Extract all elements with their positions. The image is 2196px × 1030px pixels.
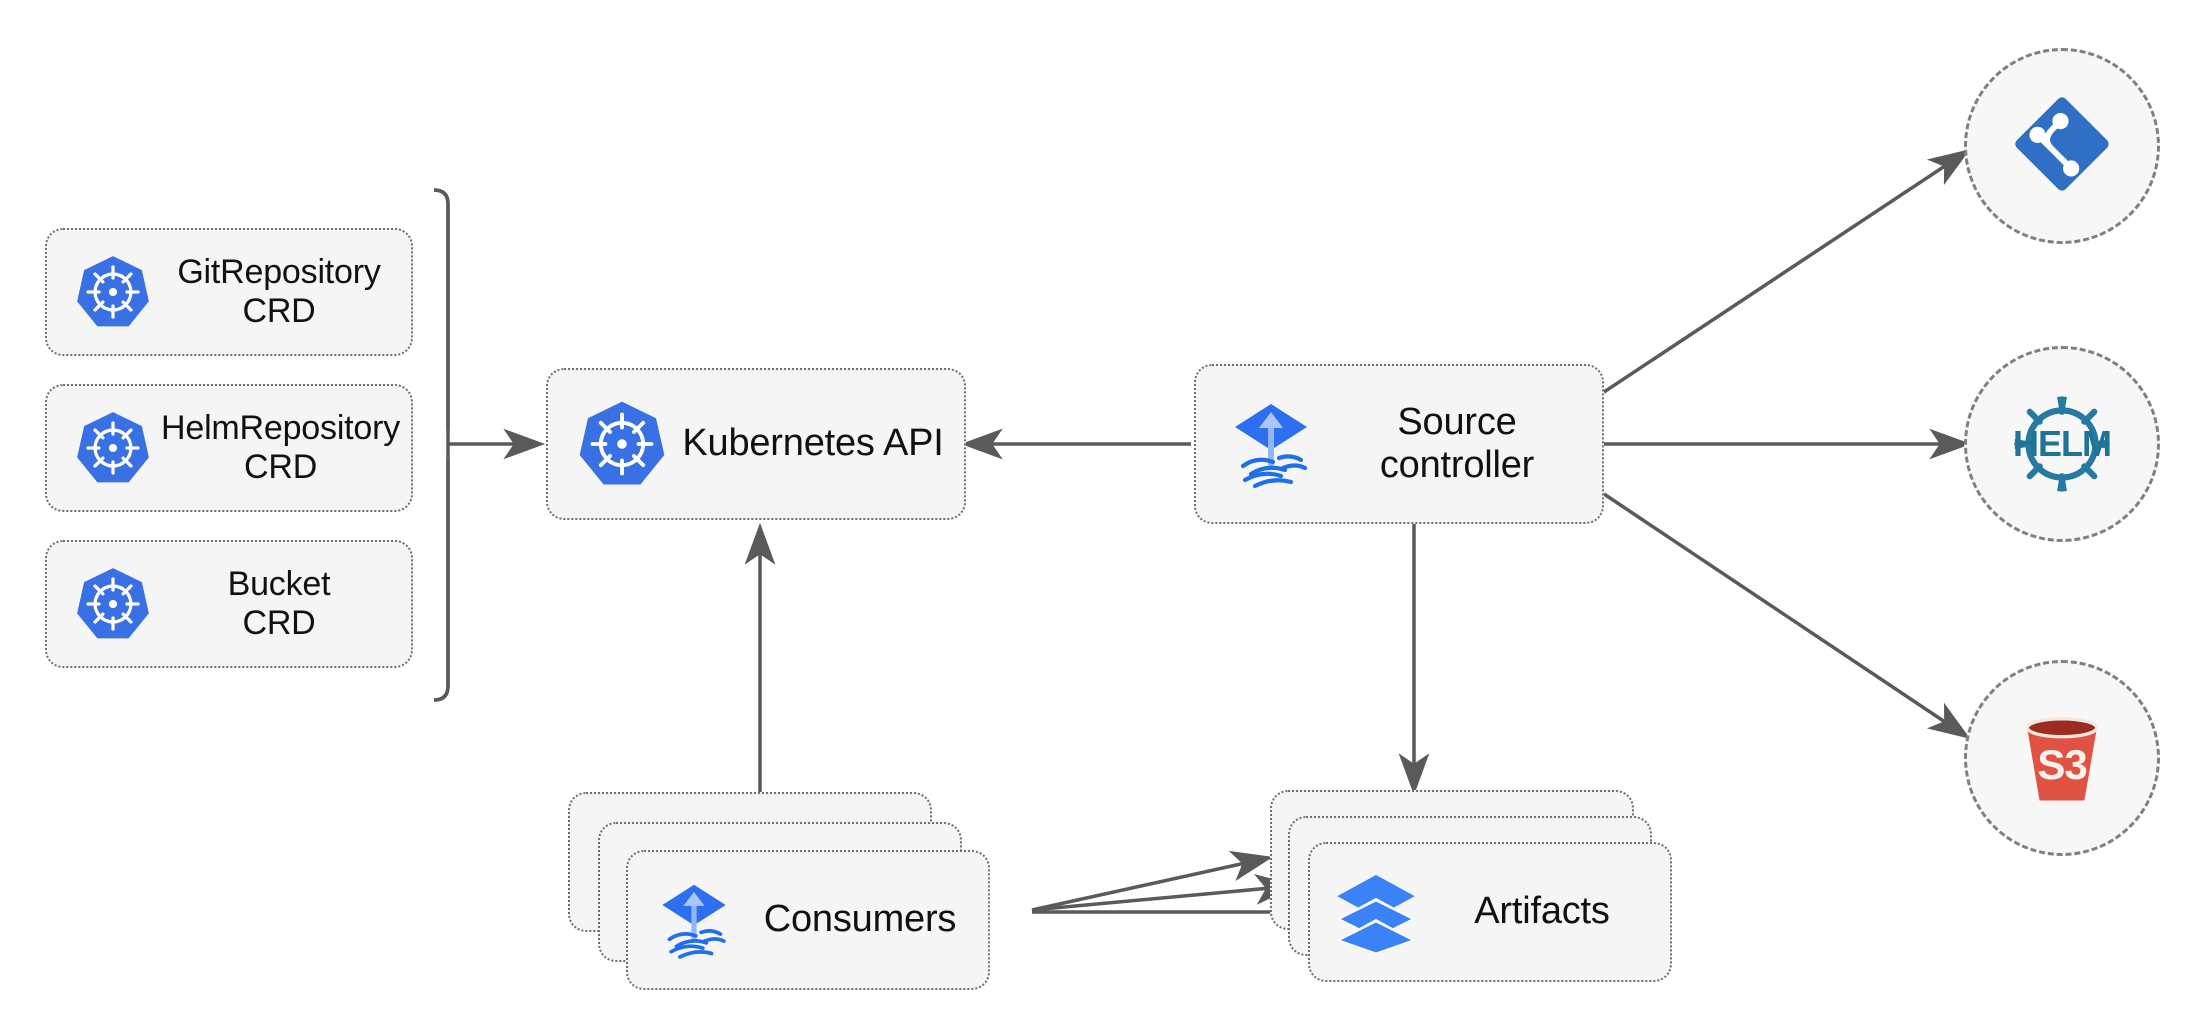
layers-icon [1324, 868, 1428, 956]
helm-icon: HELM [2000, 382, 2124, 506]
node-label: Consumers [763, 898, 957, 941]
backend-circle-git[interactable] [1964, 48, 2160, 244]
backend-circle-helm[interactable]: HELM [1964, 346, 2160, 542]
crd-label: GitRepository CRD [177, 253, 381, 330]
kubernetes-icon [65, 409, 161, 487]
node-label: Source controller [1379, 400, 1535, 486]
flux-source-icon [1212, 394, 1330, 494]
s3-wordmark: S3 [2037, 741, 2087, 788]
s3-bucket-icon: S3 [2006, 702, 2118, 814]
crd-card-gitrepository[interactable]: GitRepository CRD [45, 228, 413, 356]
node-consumers[interactable]: Consumers [626, 850, 990, 990]
crd-label: Bucket CRD [227, 565, 331, 642]
node-label: Artifacts [1474, 890, 1610, 933]
arrow-consumers-to-artifacts-2 [1031, 874, 1298, 912]
backend-circle-s3[interactable]: S3 [1964, 660, 2160, 856]
node-kubernetes-api[interactable]: Kubernetes API [546, 368, 966, 520]
arrow-source-controller-to-s3 [1603, 492, 1971, 739]
arrow-consumers-to-artifacts-1 [1031, 850, 1274, 912]
helm-wordmark: HELM [2013, 423, 2112, 464]
crd-bracket-cap-bottom [433, 685, 450, 702]
kubernetes-icon [65, 565, 161, 643]
kubernetes-icon [566, 398, 678, 490]
crd-bracket-cap-top [433, 188, 450, 205]
crd-group-bracket [433, 188, 450, 702]
crd-card-bucket[interactable]: Bucket CRD [45, 540, 413, 668]
git-icon [2008, 90, 2116, 203]
flux-source-icon [642, 876, 746, 964]
kubernetes-icon [65, 253, 161, 331]
node-label: Kubernetes API [682, 422, 944, 465]
crd-label: HelmRepository CRD [161, 409, 401, 486]
node-source-controller[interactable]: Source controller [1194, 364, 1604, 524]
crd-card-helmrepository[interactable]: HelmRepository CRD [45, 384, 413, 512]
node-artifacts[interactable]: Artifacts [1308, 842, 1672, 982]
arrow-source-controller-to-git [1603, 149, 1971, 394]
